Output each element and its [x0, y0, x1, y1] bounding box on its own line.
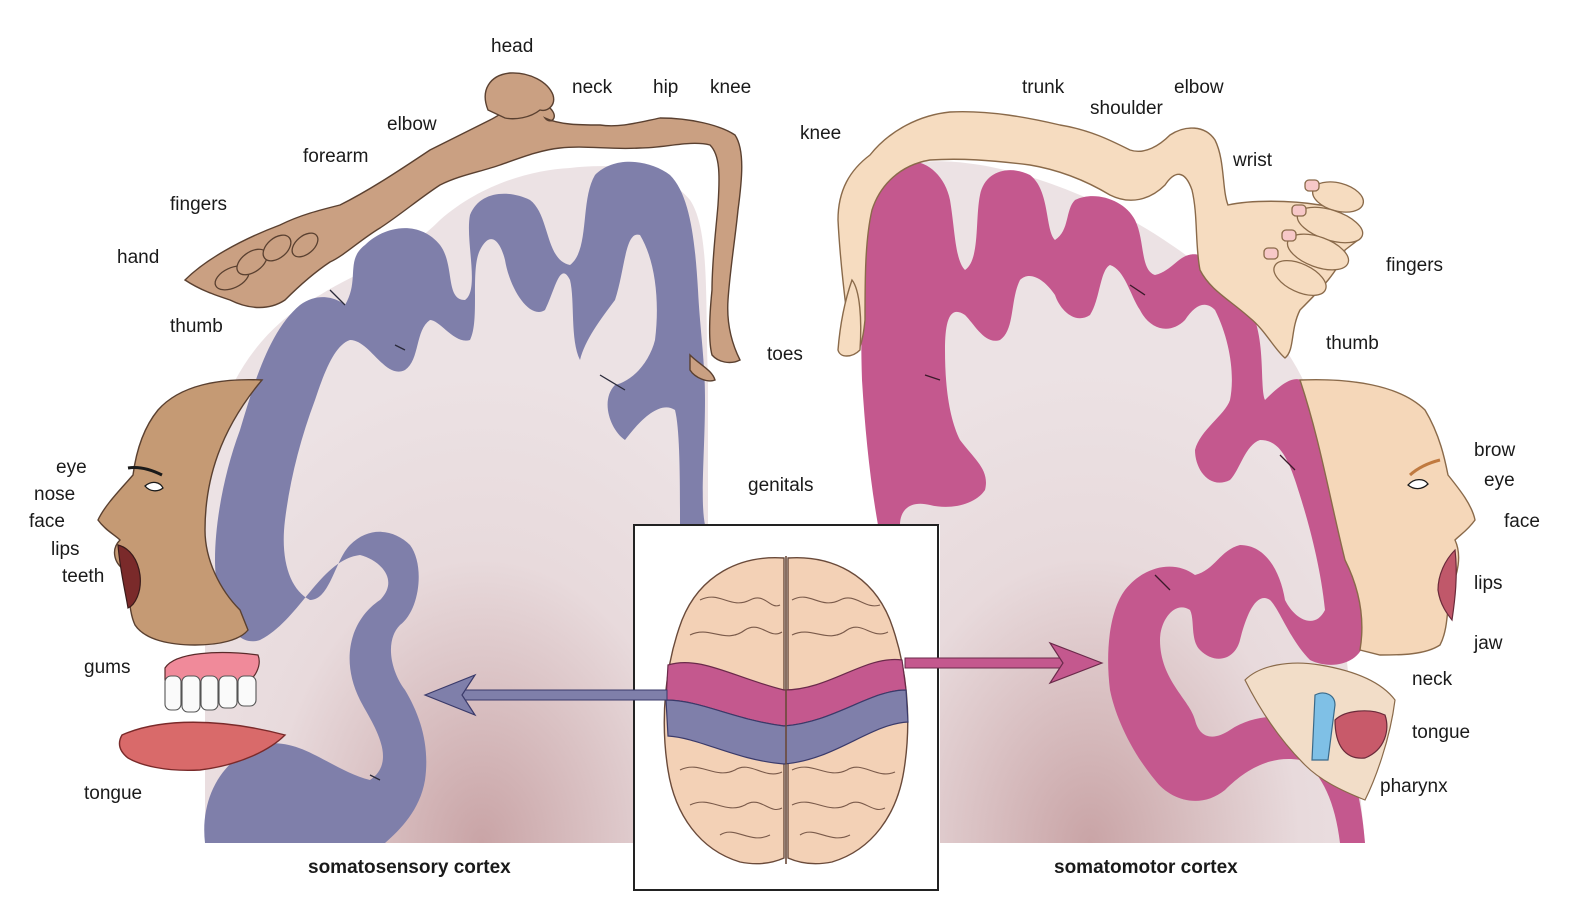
label-motor-brow: brow — [1474, 440, 1516, 461]
label-motor-eye: eye — [1484, 470, 1515, 491]
label-sensory-hip: hip — [653, 77, 679, 98]
motor-foot — [837, 278, 862, 357]
label-motor-trunk: trunk — [1022, 77, 1065, 98]
label-motor-wrist: wrist — [1233, 150, 1273, 171]
label-sensory-nose: nose — [34, 484, 76, 505]
label-sensory-elbow: elbow — [387, 114, 437, 135]
label-sensory-forearm: forearm — [303, 146, 369, 167]
motor-sulcus-lines — [924, 284, 1296, 591]
sensory-teeth — [164, 675, 257, 713]
brain-sensory-strip — [665, 689, 909, 765]
motor-fingers — [1263, 179, 1365, 296]
label-sensory-neck: neck — [572, 77, 613, 98]
label-motor-thumb: thumb — [1326, 333, 1379, 354]
sensory-tongue-shape — [118, 721, 287, 772]
label-sensory-eye: eye — [56, 457, 87, 478]
arrow-to-sensory — [423, 673, 668, 717]
sensory-sulcus-lines — [329, 289, 626, 781]
motor-throat — [1311, 692, 1336, 761]
motor-arm-torso — [837, 110, 1359, 359]
motor-mouth — [1437, 548, 1457, 622]
motor-tongue-muscle — [1334, 710, 1388, 759]
label-sensory-gums: gums — [84, 657, 131, 678]
brain-gyri-lines — [679, 596, 896, 839]
motor-homunculus-body — [837, 110, 1359, 359]
title-somatomotor-cortex: somatomotor cortex — [1054, 857, 1238, 878]
label-motor-elbow: elbow — [1174, 77, 1224, 98]
sensory-foot — [689, 353, 716, 382]
label-sensory-knee: knee — [710, 77, 752, 98]
sensory-gyrus-band — [204, 161, 705, 843]
label-sensory-hand: hand — [117, 247, 160, 268]
label-motor-fingers: fingers — [1386, 255, 1444, 276]
motor-face — [1244, 378, 1476, 801]
motor-eye — [1407, 478, 1429, 490]
label-motor-knee: knee — [800, 123, 842, 144]
label-sensory-toes: toes — [767, 344, 803, 365]
label-sensory-fingers: fingers — [170, 194, 228, 215]
label-sensory-face: face — [29, 511, 65, 532]
label-sensory-genitals: genitals — [748, 475, 814, 496]
arrow-to-motor — [904, 641, 1104, 685]
label-motor-face: face — [1504, 511, 1540, 532]
sensory-face — [97, 378, 287, 772]
label-motor-neck: neck — [1412, 669, 1453, 690]
label-motor-pharynx: pharynx — [1380, 776, 1448, 797]
label-sensory-tongue: tongue — [84, 783, 143, 804]
sensory-mouth — [117, 544, 141, 609]
sensory-eye — [144, 481, 164, 492]
sensory-homunculus-body — [183, 72, 743, 382]
sensory-head-blob — [484, 72, 555, 120]
motor-eyebrow — [1408, 458, 1441, 477]
title-somatosensory-cortex: somatosensory cortex — [308, 857, 511, 878]
sensory-eyebrow — [127, 466, 163, 477]
sensory-arm-torso — [183, 101, 743, 364]
label-motor-jaw: jaw — [1474, 633, 1503, 654]
brain-inset — [633, 524, 939, 891]
label-motor-tongue: tongue — [1412, 722, 1471, 743]
label-sensory-lips: lips — [51, 539, 80, 560]
label-motor-lips: lips — [1474, 573, 1503, 594]
label-sensory-thumb: thumb — [170, 316, 223, 337]
label-sensory-teeth: teeth — [62, 566, 105, 587]
sensory-fingers — [214, 232, 319, 291]
motor-gyrus-band — [861, 161, 1365, 843]
label-motor-shoulder: shoulder — [1090, 98, 1163, 119]
somatomotor-cortex-slice — [861, 161, 1365, 844]
somatosensory-cortex-slice — [204, 161, 708, 844]
label-sensory-head: head — [491, 36, 534, 57]
